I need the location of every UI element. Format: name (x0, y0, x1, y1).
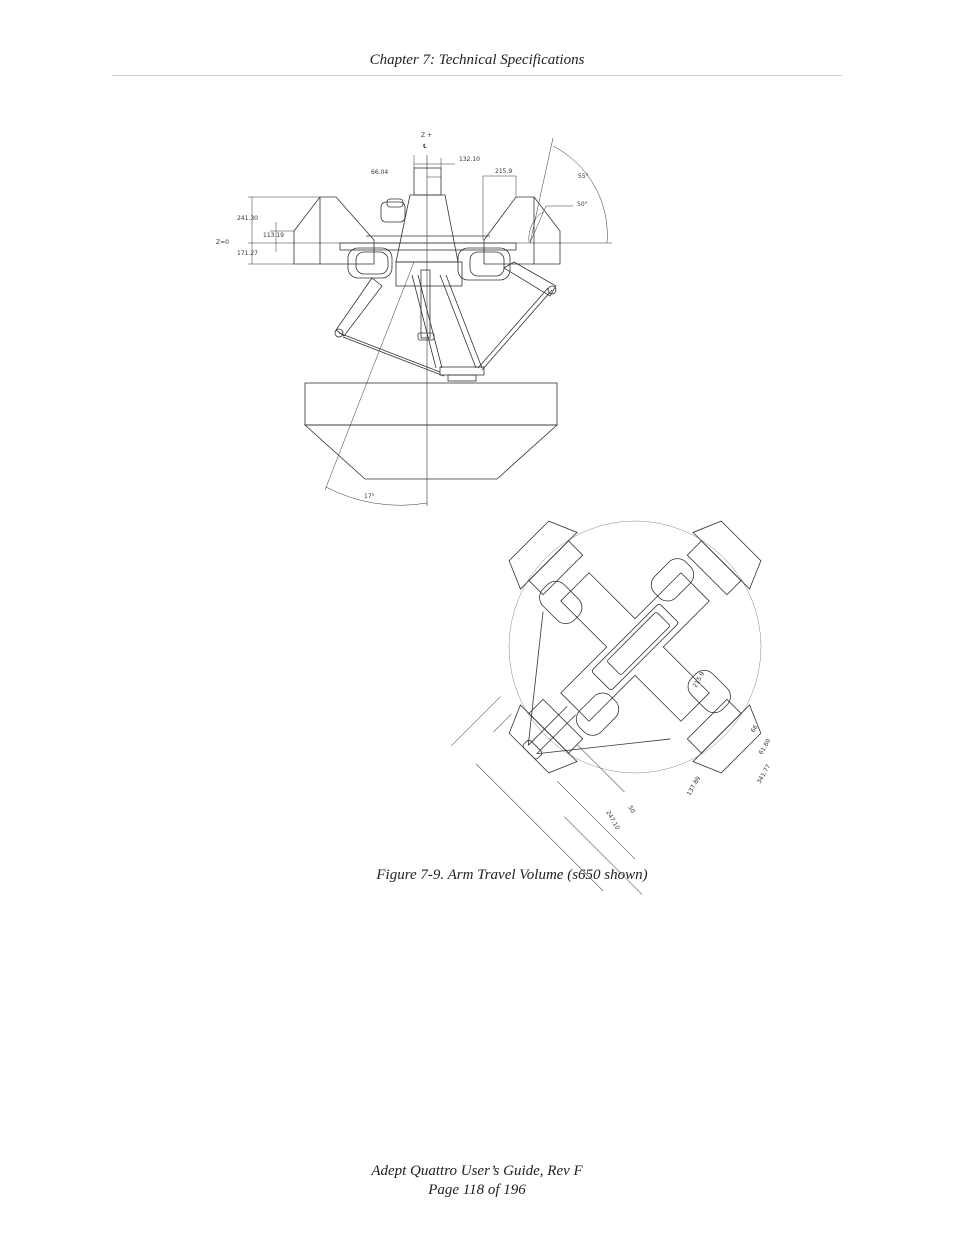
z-zero-label: Z=0 (216, 239, 229, 246)
angle-50: 50° (577, 201, 588, 208)
top-dim-66: 66 (750, 724, 760, 734)
top-dim-215-9: 215.9 (692, 670, 707, 689)
dim-171-27: 171.27 (237, 250, 258, 257)
angle-17: 17° (364, 493, 375, 500)
top-dim-50: 50 (626, 805, 636, 815)
dim-113-19: 113.19 (263, 232, 284, 239)
page-footer: Adept Quattro User’s Guide, Rev F Page 1… (0, 1162, 954, 1200)
header-rule (112, 75, 842, 76)
z-axis-label: Z + (421, 132, 432, 139)
dim-241-30: 241.30 (237, 215, 258, 222)
chapter-header: Chapter 7: Technical Specifications (369, 52, 585, 68)
angle-55: 55° (578, 173, 589, 180)
figure-caption: Figure 7-9. Arm Travel Volume (s650 show… (376, 867, 648, 883)
dim-215-9: 215.9 (495, 168, 512, 175)
centerline-symbol: ℄ (423, 143, 427, 150)
top-dim-247-10: 247.10 (604, 810, 621, 832)
guide-title: Adept Quattro User’s Guide, Rev F (371, 1163, 583, 1179)
top-view-drawing (450, 520, 762, 895)
top-dim-61-60: 61.60 (758, 737, 773, 756)
dim-66-04: 66.04 (371, 169, 388, 176)
dim-132-10: 132.10 (459, 156, 480, 163)
top-dim-341-77: 341.77 (756, 763, 773, 785)
side-view-drawing (248, 137, 612, 506)
page-number: Page 118 of 196 (428, 1182, 526, 1198)
top-dim-137-89: 137.89 (686, 775, 703, 797)
